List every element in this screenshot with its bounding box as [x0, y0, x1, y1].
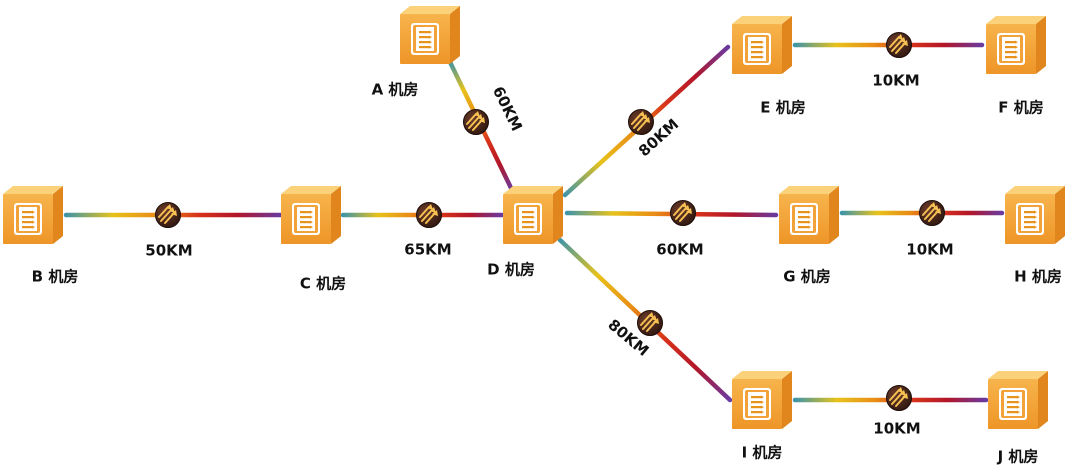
node-label: B 机房 — [32, 268, 79, 286]
server-room-icon — [281, 186, 341, 244]
link-distance-label: 10KM — [873, 420, 920, 438]
node-label: G 机房 — [783, 268, 831, 286]
server-room-icon — [3, 186, 63, 244]
server-room-icon — [503, 186, 563, 244]
fiber-link-a-d: 60KM — [447, 59, 526, 193]
server-room-node-a[interactable]: A 机房 — [372, 6, 460, 99]
node-label: H 机房 — [1014, 268, 1062, 286]
server-room-icon — [732, 371, 792, 429]
fiber-link-g-h: 10KM — [839, 199, 1005, 259]
server-room-node-d[interactable]: D 机房 — [487, 186, 563, 279]
server-room-node-e[interactable]: E 机房 — [732, 16, 806, 117]
link-distance-label: 50KM — [145, 242, 192, 260]
node-label: A 机房 — [372, 81, 419, 99]
server-room-node-b[interactable]: B 机房 — [3, 186, 78, 286]
server-room-icon — [400, 6, 460, 64]
optical-amplifier-icon — [885, 31, 913, 59]
optical-amplifier-icon — [415, 201, 443, 229]
server-room-node-g[interactable]: G 机房 — [779, 186, 839, 286]
server-room-icon — [986, 16, 1046, 74]
optical-amplifier-icon — [669, 199, 697, 227]
node-label: E 机房 — [760, 99, 805, 117]
node-label: C 机房 — [300, 275, 346, 293]
optical-amplifier-icon — [154, 201, 182, 229]
link-distance-label: 10KM — [872, 72, 919, 90]
server-room-node-c[interactable]: C 机房 — [281, 186, 346, 293]
node-label: F 机房 — [998, 99, 1043, 117]
link-distance-label: 10KM — [906, 241, 953, 259]
node-label: D 机房 — [487, 261, 535, 279]
fiber-link-i-j: 10KM — [792, 384, 989, 438]
server-room-icon — [1005, 186, 1065, 244]
fiber-link-b-c: 50KM — [63, 201, 283, 260]
node-label: I 机房 — [742, 444, 783, 462]
server-room-icon — [779, 186, 839, 244]
server-room-node-f[interactable]: F 机房 — [986, 16, 1046, 117]
optical-amplifier-icon — [885, 384, 913, 412]
fiber-link-c-d: 65KM — [340, 201, 505, 259]
node-label: J 机房 — [997, 448, 1039, 466]
server-room-icon — [988, 371, 1048, 429]
fiber-link-d-g: 60KM — [564, 199, 779, 259]
optical-amplifier-icon — [918, 199, 946, 227]
link-distance-label: 60KM — [489, 84, 526, 135]
nodes-layer: A 机房 B 机房 C 机房 D 机房 E 机房 F 机房 G 机房 H 机房 I 机房 J 机房 — [3, 6, 1065, 466]
server-room-node-i[interactable]: I 机房 — [732, 371, 792, 462]
link-distance-label: 65KM — [404, 241, 451, 259]
server-room-node-j[interactable]: J 机房 — [988, 371, 1048, 466]
optical-amplifier-icon — [636, 309, 664, 337]
fiber-link-d-i: 80KM — [557, 237, 733, 403]
server-room-node-h[interactable]: H 机房 — [1005, 186, 1065, 286]
optical-amplifier-icon — [627, 108, 655, 136]
fiber-link-d-e: 80KM — [562, 44, 731, 198]
optical-amplifier-icon — [462, 108, 490, 136]
fiber-link-e-f: 10KM — [792, 31, 985, 90]
link-distance-label: 60KM — [656, 241, 703, 259]
server-room-icon — [732, 16, 792, 74]
